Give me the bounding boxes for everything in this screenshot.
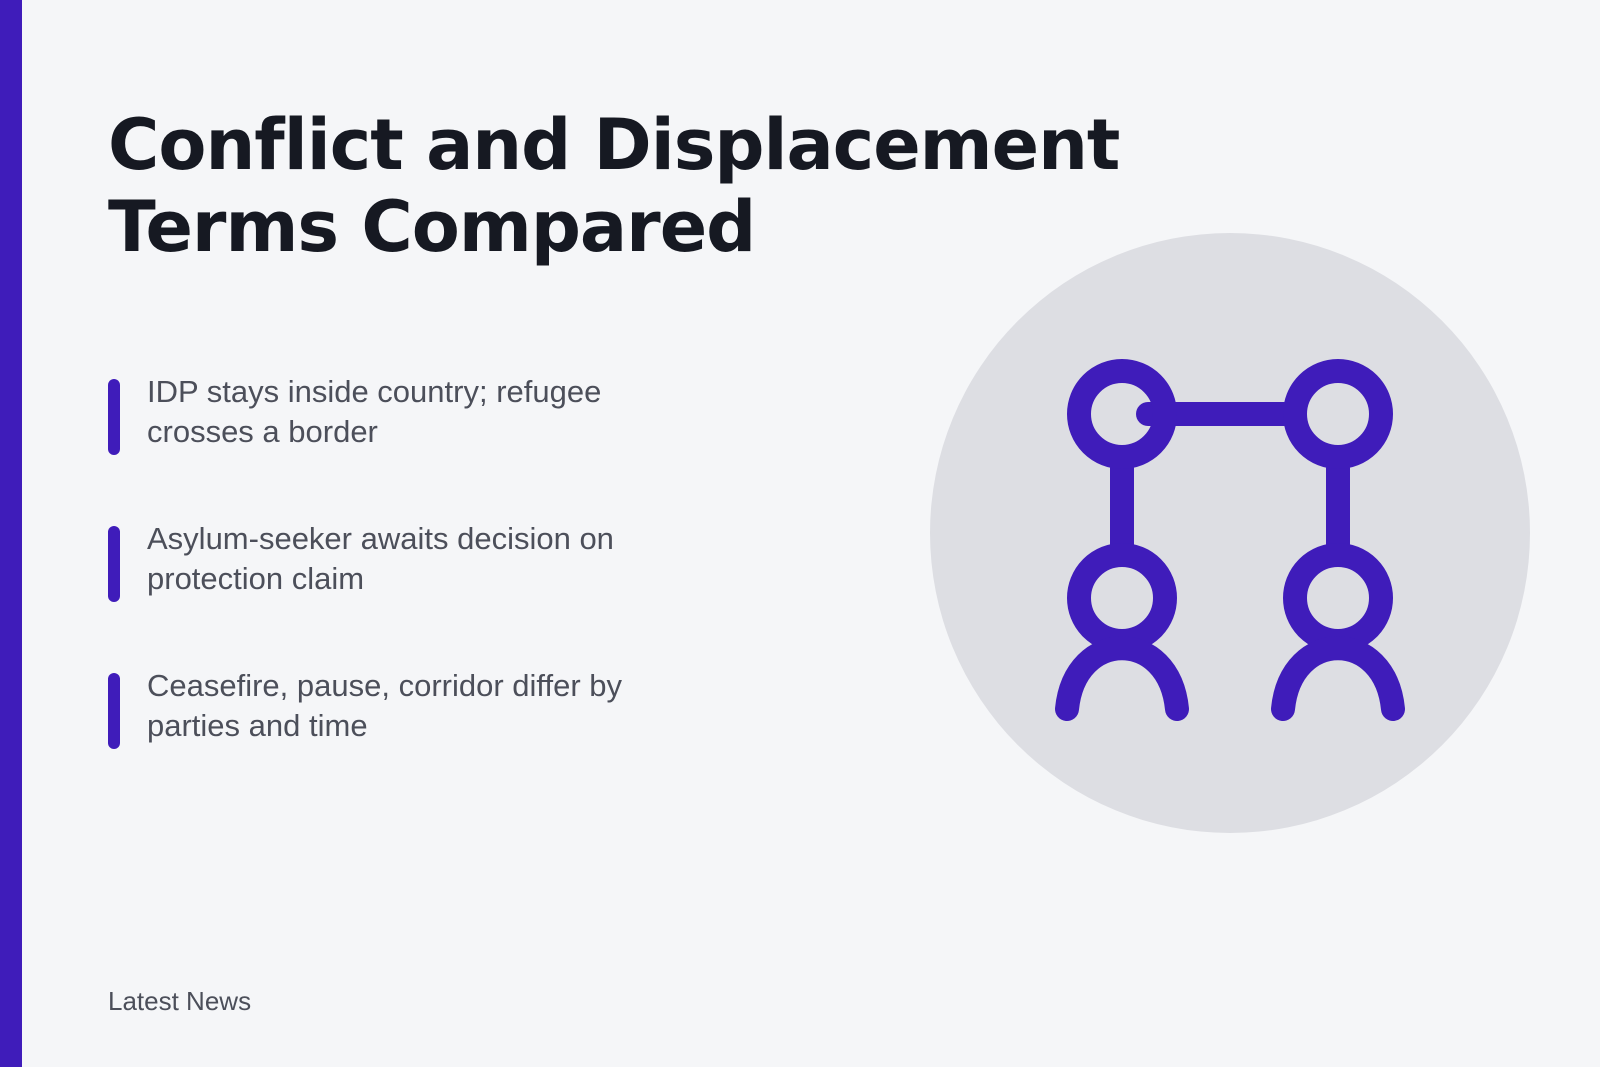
key-point: IDP stays inside country; refugee crosse… — [108, 372, 748, 519]
key-points-list: IDP stays inside country; refugee crosse… — [108, 372, 748, 813]
connected-people-icon — [1055, 359, 1405, 721]
point-text-line-1: Asylum-seeker awaits decision on — [147, 521, 614, 556]
key-point: Ceasefire, pause, corridor differ by par… — [108, 666, 748, 813]
point-text: IDP stays inside country; refugee crosse… — [147, 372, 747, 452]
key-point: Asylum-seeker awaits decision on protect… — [108, 519, 748, 666]
point-marker — [108, 673, 120, 749]
left-accent-bar — [0, 0, 22, 1067]
illustration-backdrop-circle — [930, 233, 1530, 833]
point-text-line-1: IDP stays inside country; refugee — [147, 374, 602, 409]
illustration — [930, 233, 1530, 833]
point-marker — [108, 526, 120, 602]
page-title: Conflict and Displacement Terms Compared — [108, 104, 1208, 268]
point-text-line-2: parties and time — [147, 708, 368, 743]
point-text: Asylum-seeker awaits decision on protect… — [147, 519, 747, 599]
page-title-line-2: Terms Compared — [108, 186, 756, 268]
point-text: Ceasefire, pause, corridor differ by par… — [147, 666, 747, 746]
footer-source: Latest News — [108, 986, 252, 1016]
point-marker — [108, 379, 120, 455]
point-text-line-2: protection claim — [147, 561, 365, 596]
point-text-line-1: Ceasefire, pause, corridor differ by — [147, 668, 622, 703]
page-title-line-1: Conflict and Displacement — [108, 104, 1120, 186]
point-text-line-2: crosses a border — [147, 414, 378, 449]
